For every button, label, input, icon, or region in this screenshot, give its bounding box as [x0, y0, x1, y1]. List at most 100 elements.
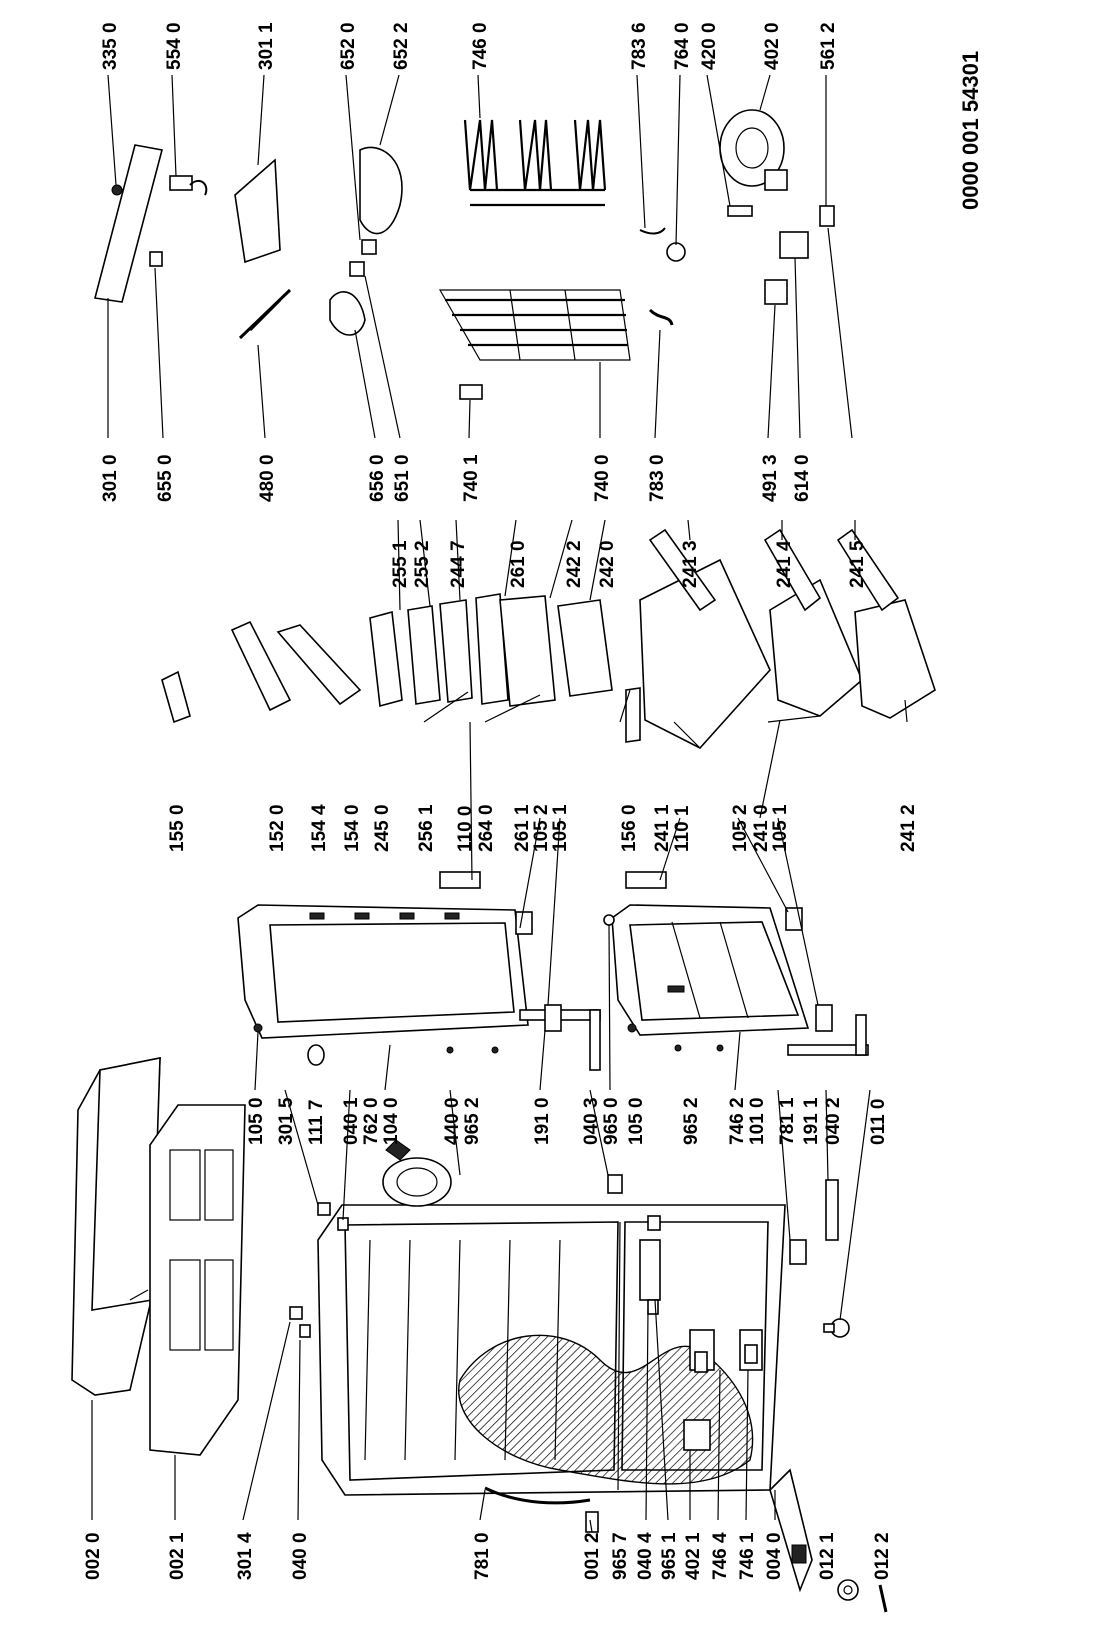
- label-011-0: 011 0: [868, 1099, 889, 1146]
- label-965-2-top: 965 2: [462, 1097, 483, 1145]
- label-652-2: 652 2: [391, 22, 412, 70]
- top-cover-part: [71, 1057, 161, 1396]
- label-244-7: 244 7: [448, 540, 469, 588]
- top-cover-frame-part: [149, 1104, 246, 1456]
- label-105-1-top: 105 1: [550, 804, 571, 852]
- label-152-0: 152 0: [267, 804, 288, 852]
- label-105-0-bottom: 105 0: [626, 1097, 647, 1145]
- label-002-1: 002 1: [167, 1532, 188, 1580]
- label-156-0: 156 0: [619, 804, 640, 852]
- label-740-1: 740 1: [461, 454, 482, 502]
- label-781-0: 781 0: [472, 1532, 493, 1580]
- label-242-0: 242 0: [597, 540, 618, 588]
- label-105-2-top: 105 2: [531, 804, 552, 852]
- label-040-0: 040 0: [290, 1532, 311, 1580]
- door-racks-part: [161, 593, 641, 743]
- label-746-0: 746 0: [470, 22, 491, 70]
- label-040-2: 040 2: [823, 1097, 844, 1145]
- label-012-1: 012 1: [817, 1532, 838, 1580]
- leader-lines: [91, 74, 908, 1533]
- label-440-0: 440 0: [442, 1097, 463, 1145]
- label-301-1: 301 1: [256, 22, 277, 70]
- freezer-door-part: [603, 904, 869, 1056]
- label-245-0: 245 0: [372, 804, 393, 852]
- document-id: 0000 001 54301: [958, 51, 983, 210]
- label-154-0: 154 0: [342, 804, 363, 852]
- label-301-4: 301 4: [235, 1532, 256, 1580]
- label-554-0: 554 0: [164, 22, 185, 70]
- label-480-0: 480 0: [257, 454, 278, 502]
- label-105-1-bottom: 105 1: [770, 804, 791, 852]
- misc-small-parts: [289, 1139, 888, 1613]
- label-105-0-top: 105 0: [246, 1097, 267, 1145]
- label-656-0: 656 0: [367, 454, 388, 502]
- label-255-1: 255 1: [390, 540, 411, 588]
- label-561-2: 561 2: [818, 22, 839, 70]
- label-012-2: 012 2: [872, 1532, 893, 1580]
- label-402-1: 402 1: [683, 1532, 704, 1580]
- label-110-0: 110 0: [455, 806, 476, 853]
- label-004-0: 004 0: [764, 1532, 785, 1580]
- label-783-6: 783 6: [629, 22, 650, 70]
- fridge-door-part: [237, 904, 601, 1071]
- label-101-0: 101 0: [747, 1097, 768, 1145]
- compressor-part: [639, 109, 835, 326]
- label-655-0: 655 0: [155, 454, 176, 502]
- label-110-1: 110 1: [672, 805, 693, 852]
- label-420-0: 420 0: [699, 22, 720, 70]
- label-241-1: 241 1: [652, 804, 673, 852]
- label-001-2: 001 2: [582, 1532, 603, 1580]
- label-155-0: 155 0: [167, 804, 188, 852]
- label-614-0: 614 0: [792, 454, 813, 502]
- label-965-1: 965 1: [659, 1532, 680, 1580]
- part-labels: 002 0 002 1 301 4 040 0 781 0 001 2 965 …: [83, 22, 983, 1580]
- label-241-5: 241 5: [847, 540, 868, 588]
- label-746-4: 746 4: [710, 1532, 731, 1580]
- label-256-1: 256 1: [416, 804, 437, 852]
- label-242-2: 242 2: [564, 540, 585, 588]
- label-191-1: 191 1: [801, 1097, 822, 1145]
- label-491-3: 491 3: [760, 454, 781, 502]
- label-105-2-bottom: 105 2: [730, 804, 751, 852]
- label-191-0: 191 0: [532, 1097, 553, 1145]
- label-781-1: 781 1: [777, 1097, 798, 1145]
- cabinet-body-part: [317, 1204, 786, 1496]
- label-154-4: 154 4: [309, 804, 330, 852]
- label-762-0: 762 0: [361, 1097, 382, 1145]
- label-040-3: 040 3: [581, 1097, 602, 1145]
- label-740-0: 740 0: [592, 454, 613, 502]
- label-255-2: 255 2: [412, 540, 433, 588]
- label-746-2: 746 2: [727, 1097, 748, 1145]
- label-335-0: 335 0: [100, 22, 121, 70]
- label-301-0: 301 0: [100, 454, 121, 502]
- freezer-drawers-part: [639, 528, 936, 749]
- label-264-0: 264 0: [476, 804, 497, 852]
- hinges-part: [439, 871, 803, 935]
- label-104-0: 104 0: [381, 1097, 402, 1145]
- condenser-coil-part: [438, 289, 631, 400]
- label-402-0: 402 0: [762, 22, 783, 70]
- label-764-0: 764 0: [672, 22, 693, 70]
- label-965-0: 965 0: [601, 1097, 622, 1145]
- label-241-0: 241 0: [751, 804, 772, 852]
- bottom-plinth-part: [769, 1468, 813, 1593]
- label-241-3: 241 3: [680, 540, 701, 588]
- evaporator-coil-part: [463, 119, 607, 207]
- label-002-0: 002 0: [83, 1532, 104, 1580]
- label-651-0: 651 0: [392, 454, 413, 502]
- label-746-1: 746 1: [737, 1532, 758, 1580]
- label-040-4: 040 4: [635, 1532, 656, 1580]
- air-distribution-part: [329, 146, 403, 336]
- control-panel-part: [94, 144, 292, 340]
- label-301-5: 301 5: [276, 1097, 297, 1145]
- label-241-2: 241 2: [898, 804, 919, 852]
- label-965-2-bottom: 965 2: [681, 1097, 702, 1145]
- label-111-7: 111 7: [306, 1100, 327, 1145]
- label-965-7: 965 7: [610, 1532, 631, 1580]
- label-040-1: 040 1: [341, 1097, 362, 1145]
- label-783-0: 783 0: [647, 454, 668, 502]
- label-261-0: 261 0: [508, 540, 529, 588]
- label-241-4: 241 4: [774, 540, 795, 588]
- label-652-0: 652 0: [338, 22, 359, 70]
